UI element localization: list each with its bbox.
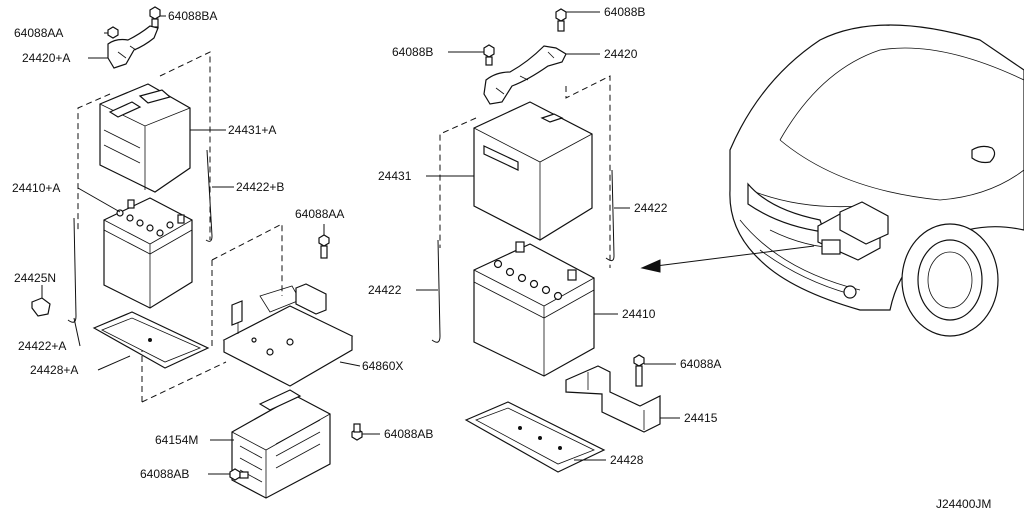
bolt-64088ba [149,6,166,28]
label-24422-left: 24422 [368,283,402,297]
bolt-64088a [633,354,676,387]
label-24420a: 24420+A [22,51,70,65]
tray-24428a [92,311,210,371]
right-assembly [416,8,680,473]
j-bolt-24422-left [416,239,441,343]
label-24420: 24420 [604,47,638,61]
label-64088b-top: 64088B [604,5,645,19]
bracket-64154m [210,389,331,499]
diagram-code: J24400JM [936,497,991,511]
battery-cover-24431 [426,101,593,241]
windshield [779,47,1024,201]
battery-24410 [473,241,618,377]
tray-24428 [464,401,606,473]
j-bolt-24422-right [605,169,630,262]
label-64860x: 64860X [362,359,403,373]
label-24410: 24410 [622,307,656,321]
label-64088ab-right: 64088AB [384,427,433,441]
label-24431: 24431 [378,169,412,183]
battery-caps-right [493,241,577,301]
label-24410a: 24410+A [12,181,60,195]
label-24428: 24428 [610,453,644,467]
vehicle-battery-location [817,201,889,261]
bolt-64088aa-mid [318,224,330,259]
right-upper-dash-outline [439,75,611,268]
j-bolt-24422b [205,149,234,242]
terminal-cable-24420a [88,25,159,69]
left-upper-dash-outline [77,51,211,240]
bolt-64088aa-top [104,26,119,39]
label-24415: 24415 [684,411,718,425]
bolt-64088ab-left [208,468,249,481]
label-64088a: 64088A [680,357,721,371]
bracket-24415 [565,365,680,433]
part-labels: 64088BA 64088AA 24420+A 24431+A 24410+A … [12,5,991,511]
front-wheel [901,223,999,337]
label-64088aa-top: 64088AA [14,26,63,40]
battery-cover-24431a [99,83,226,193]
left-lower-dash-outline [141,223,283,403]
bumper [739,219,861,295]
vehicle-view [640,24,1024,337]
label-64088ab-left: 64088AB [140,467,189,481]
battery-caps [116,199,185,237]
bracket-64860x [222,283,361,387]
location-arrow [640,245,815,273]
terminal-cable-24420 [483,45,600,105]
mirror [971,145,996,164]
bolt-64088ab-right [351,423,380,441]
label-64088b-left: 64088B [392,45,433,59]
bolt-64088b-left [448,44,495,66]
label-24425n: 24425N [14,271,56,285]
left-assembly [31,6,380,499]
bolt-64088b-top [555,8,600,32]
label-24422b: 24422+B [236,180,284,194]
label-24422-right: 24422 [634,201,668,215]
j-bolt-24422a [67,217,81,347]
label-64088aa-mid: 64088AA [295,207,344,221]
battery-24410a [77,187,193,309]
clip-24425n [31,285,51,317]
label-64154m: 64154M [155,433,198,447]
label-64088ba: 64088BA [168,9,217,23]
label-24422a: 24422+A [18,339,66,353]
label-24428a: 24428+A [30,363,78,377]
label-24431a: 24431+A [228,123,276,137]
